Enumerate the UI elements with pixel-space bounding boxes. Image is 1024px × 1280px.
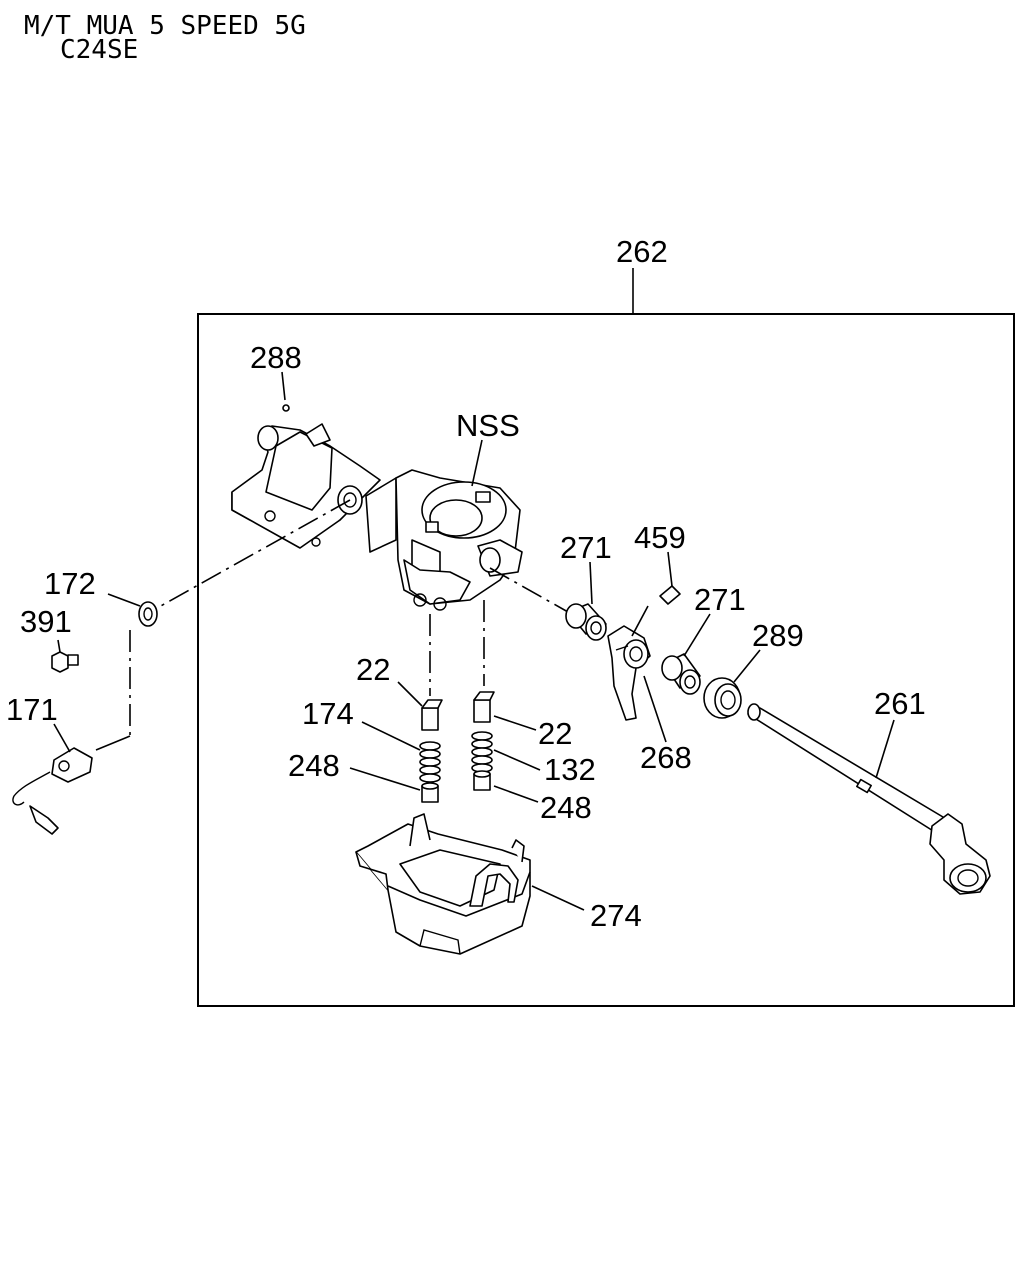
part-288-vent (305, 423, 331, 447)
leader-174 (361, 721, 421, 751)
callout-nss[interactable]: NSS (456, 408, 520, 443)
part-271-bushing-right (661, 653, 701, 695)
leader-391 (57, 639, 61, 653)
part-172-washer (138, 601, 158, 627)
callout-22-left[interactable]: 22 (356, 652, 390, 687)
callout-274[interactable]: 274 (590, 898, 642, 933)
callout-171[interactable]: 171 (6, 692, 58, 727)
leader-22-left (397, 681, 423, 707)
part-391-bolt (51, 651, 79, 673)
leader-289 (733, 649, 761, 683)
callout-288[interactable]: 288 (250, 340, 302, 375)
leader-171 (53, 723, 71, 753)
leader-271-left (589, 561, 593, 605)
leader-288 (281, 371, 286, 401)
part-268-shift-block (607, 625, 651, 721)
leader-274 (531, 885, 585, 911)
part-289-seal (703, 677, 742, 719)
part-248-plug-left (421, 782, 439, 803)
callout-262[interactable]: 262 (616, 234, 668, 269)
callout-248-right[interactable]: 248 (540, 790, 592, 825)
callout-391[interactable]: 391 (20, 604, 72, 639)
diagram-subtitle: C24SE (60, 35, 138, 65)
part-288-dot (282, 404, 290, 412)
part-132-spring (471, 731, 493, 773)
callout-248-left[interactable]: 248 (288, 748, 340, 783)
centerline-switch (149, 499, 351, 613)
callout-174[interactable]: 174 (302, 696, 354, 731)
callout-22-right[interactable]: 22 (538, 716, 572, 751)
part-22-plunger-right (473, 691, 495, 723)
part-171-switch (12, 747, 93, 835)
leader-261 (875, 719, 895, 779)
part-174-spring (419, 741, 441, 783)
callout-268[interactable]: 268 (640, 740, 692, 775)
callout-459[interactable]: 459 (634, 520, 686, 555)
part-274-cover (355, 813, 531, 955)
callout-289[interactable]: 289 (752, 618, 804, 653)
part-261-shift-rod (747, 703, 991, 895)
switch-link-line (95, 735, 131, 751)
leader-459 (667, 551, 673, 587)
leader-22-right (493, 715, 537, 731)
callout-271-left[interactable]: 271 (560, 530, 612, 565)
leader-248-right (493, 785, 539, 803)
leader-268 (643, 675, 667, 743)
callout-261[interactable]: 261 (874, 686, 926, 721)
diagram-title: M/T MUA 5 SPEED 5G (24, 11, 306, 41)
assembly-frame (197, 313, 1015, 1007)
leader-172 (107, 593, 141, 607)
centerline-shaft (489, 567, 569, 613)
callout-172[interactable]: 172 (44, 566, 96, 601)
part-271-bushing-left (565, 603, 607, 641)
part-248-plug-right (473, 770, 491, 791)
shift-housing (231, 425, 523, 611)
leader-459-to-268 (631, 605, 649, 637)
part-22-plunger-left (421, 699, 443, 731)
callout-271-right[interactable]: 271 (694, 582, 746, 617)
part-459-pin (659, 585, 681, 605)
leader-271-right (683, 613, 711, 657)
leader-132 (493, 749, 541, 771)
callout-132[interactable]: 132 (544, 752, 596, 787)
leader-nss (471, 439, 483, 487)
leader-248-left (349, 767, 421, 791)
